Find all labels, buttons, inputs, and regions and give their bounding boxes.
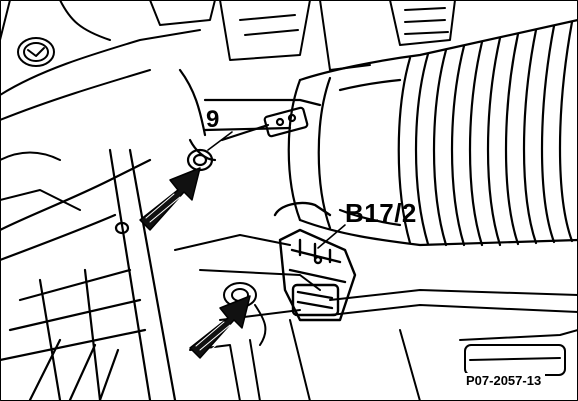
arrow-lower [189,295,251,359]
arrow-upper [139,167,201,231]
figure-id-label: P07-2057-13 [462,373,546,388]
leader-lines [207,131,346,249]
badge-icon [17,37,55,67]
sensor-connector [273,201,357,322]
left-duct [0,148,177,401]
sensor-b17-2-label: B17/2 [345,198,417,228]
upper-left-structure [0,0,456,211]
air-intake-hose [287,18,578,247]
part-9-label: 9 [206,106,220,133]
